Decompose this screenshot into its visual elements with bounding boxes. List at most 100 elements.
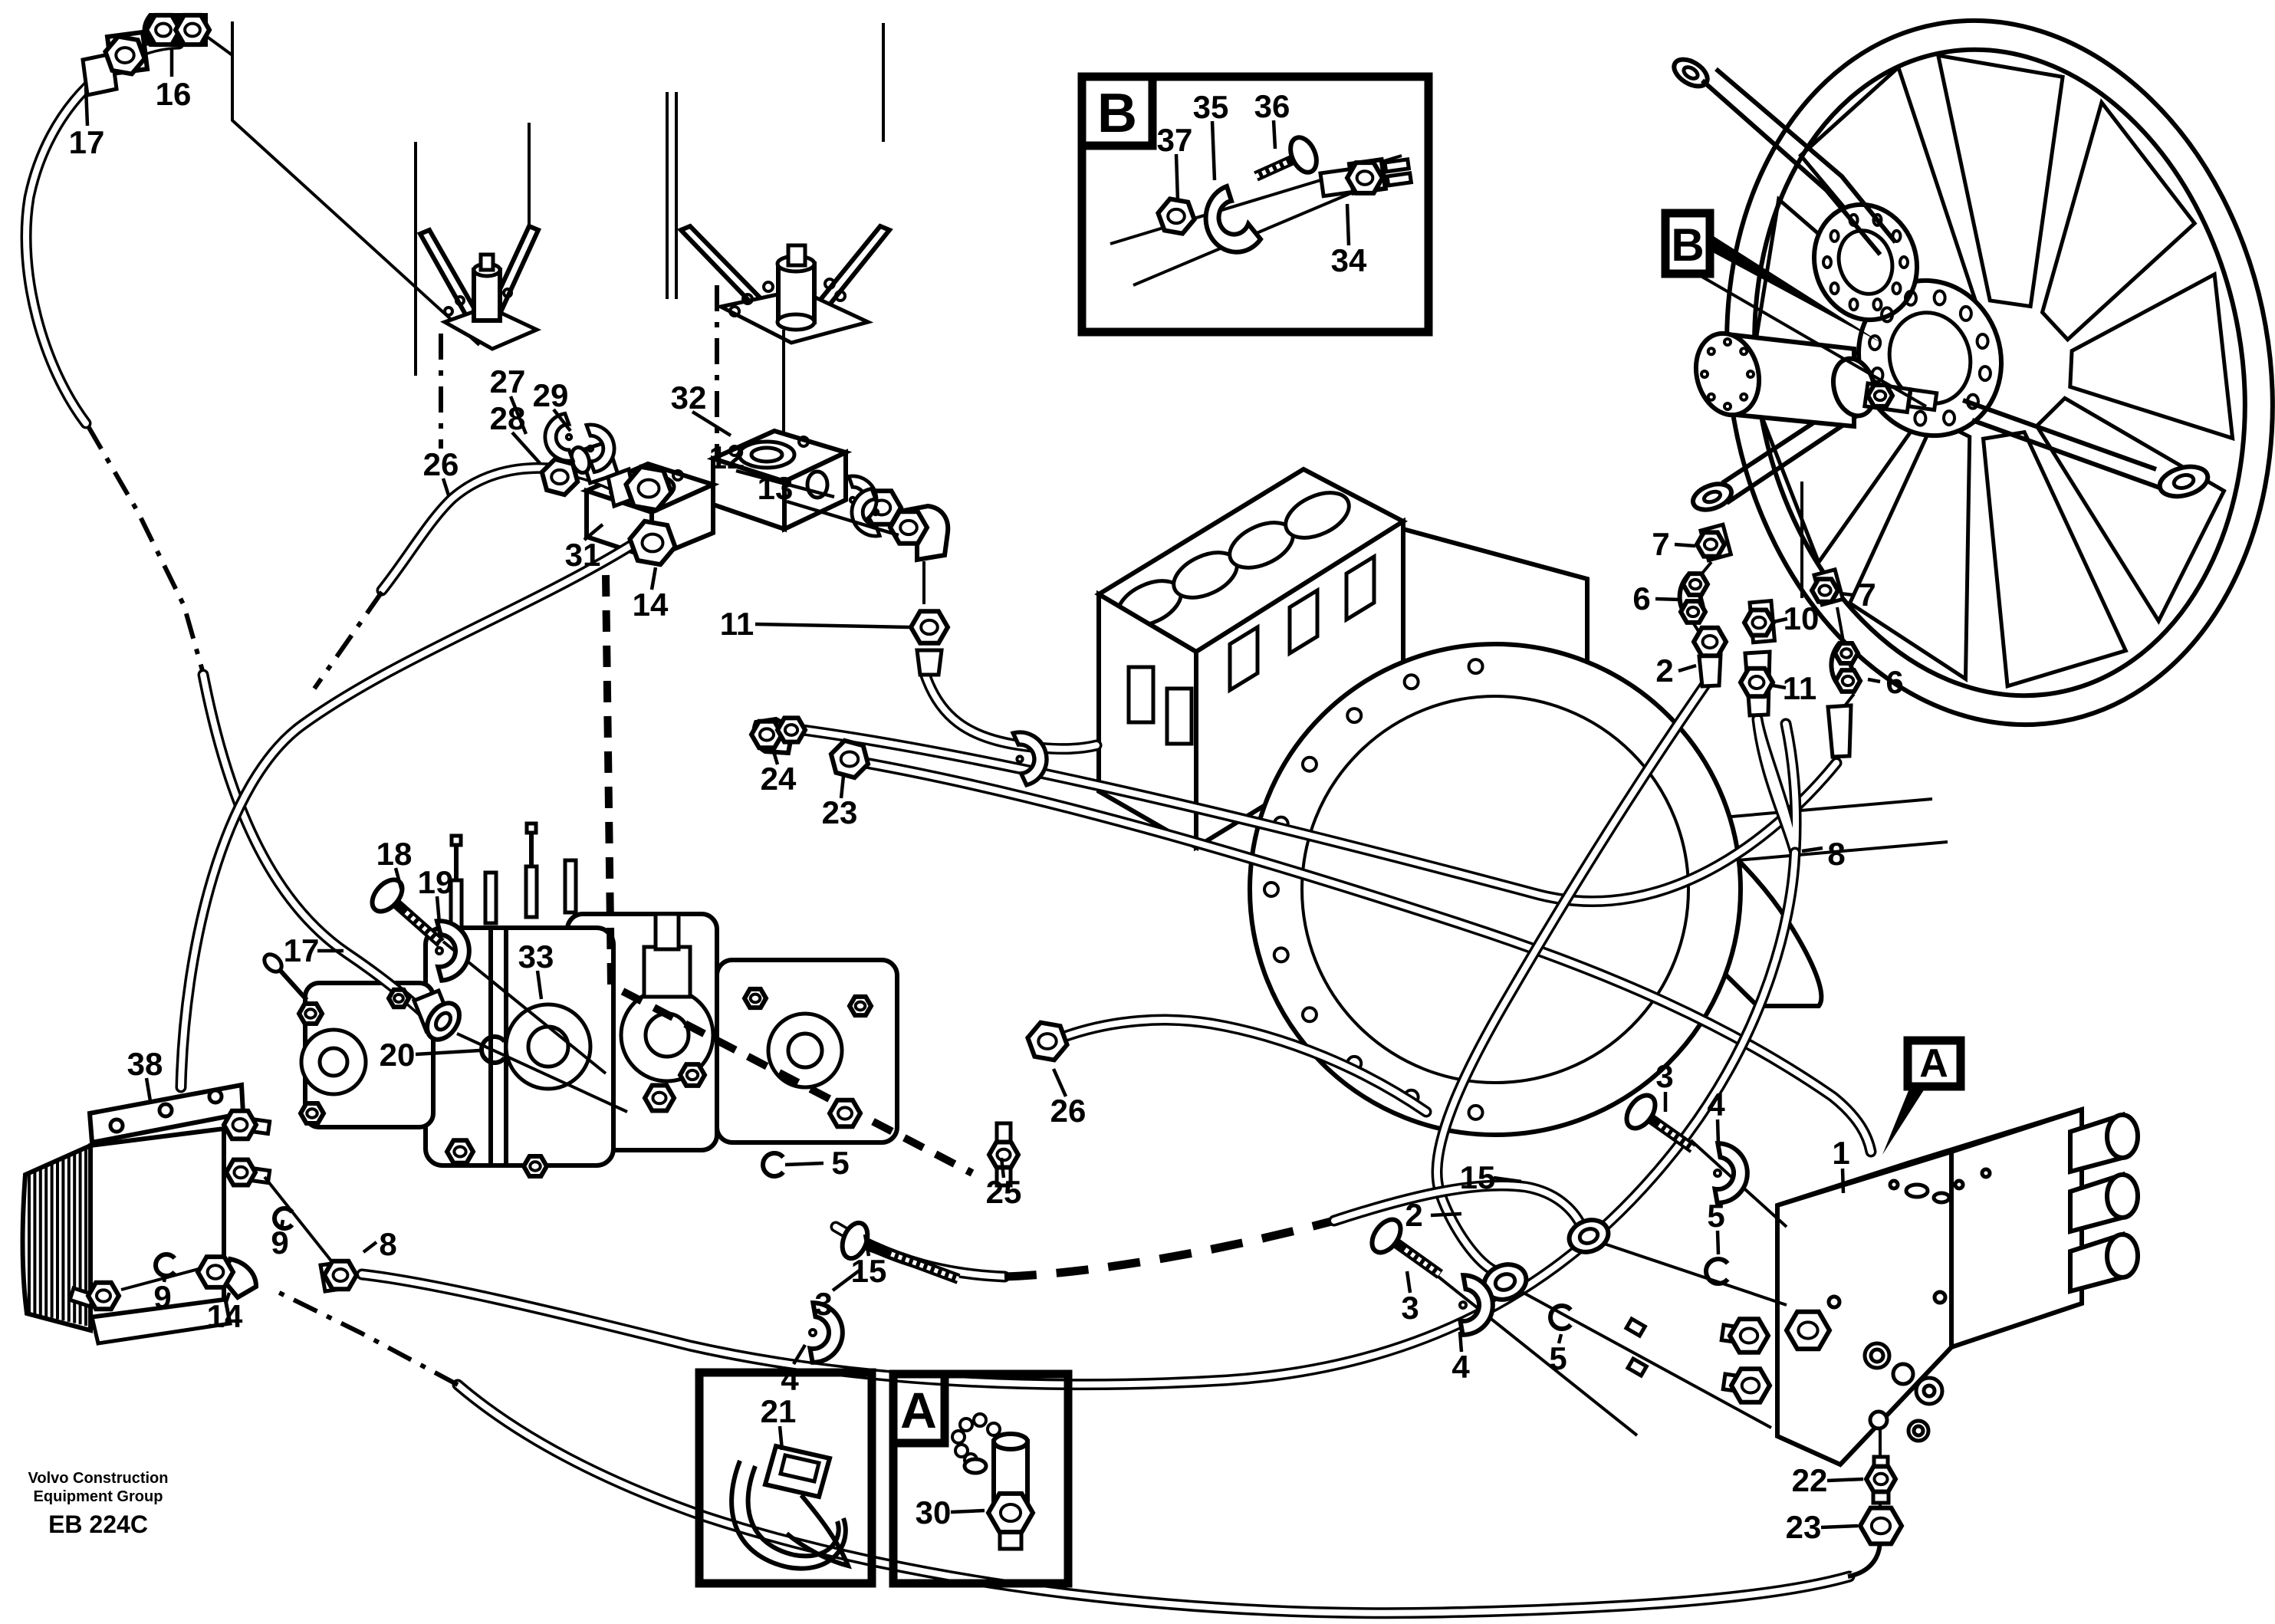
part-label-5: 5 xyxy=(784,1145,850,1181)
part-label-36: 36 xyxy=(1254,88,1290,150)
part-label-19: 19 xyxy=(418,864,454,924)
screw-18-line xyxy=(442,940,607,1075)
part-label-23: 23 xyxy=(822,775,858,830)
part-label-4: 4 xyxy=(1451,1331,1470,1385)
part-label-17: 17 xyxy=(284,932,344,968)
part-label-7: 7 xyxy=(1652,526,1696,562)
callout-a-valve: A xyxy=(1882,1036,1965,1155)
part-label-4: 4 xyxy=(1707,1087,1725,1146)
part-label-4: 4 xyxy=(781,1343,807,1397)
part-label-22: 22 xyxy=(1792,1462,1864,1498)
part-label-37: 37 xyxy=(1157,122,1193,202)
svg-text:14: 14 xyxy=(207,1298,243,1334)
svg-text:3: 3 xyxy=(1655,1058,1673,1094)
svg-text:19: 19 xyxy=(418,864,454,900)
part-label-15: 15 xyxy=(851,1234,886,1289)
svg-text:12: 12 xyxy=(709,439,745,475)
part-label-8: 8 xyxy=(1801,836,1846,872)
svg-text:26: 26 xyxy=(423,446,459,482)
part-label-9: 9 xyxy=(271,1219,289,1261)
fan-ref-letter: B xyxy=(1671,219,1704,271)
part-label-38: 38 xyxy=(127,1046,163,1102)
hex-fittings xyxy=(85,12,1905,1547)
svg-text:6: 6 xyxy=(1632,580,1650,616)
svg-text:23: 23 xyxy=(822,794,858,830)
svg-text:18: 18 xyxy=(376,836,413,872)
svg-text:3: 3 xyxy=(814,1286,832,1322)
svg-text:29: 29 xyxy=(533,377,569,413)
svg-text:8: 8 xyxy=(1827,836,1845,872)
detail-b-letter: B xyxy=(1097,83,1137,144)
upper-mounting-bracket-main xyxy=(676,223,893,459)
strap-clamp-21 xyxy=(729,1443,852,1571)
part-label-25: 25 xyxy=(986,1157,1022,1210)
svg-text:2: 2 xyxy=(1405,1197,1422,1233)
part-label-24: 24 xyxy=(761,748,797,797)
svg-text:28: 28 xyxy=(490,400,526,436)
flywheel-housing xyxy=(1248,642,1743,1137)
flange-screws xyxy=(370,135,1697,1284)
cooling-fan-assembly xyxy=(1672,18,2275,728)
svg-text:7: 7 xyxy=(1652,526,1669,562)
part-label-16: 16 xyxy=(156,49,191,112)
part-label-10: 10 xyxy=(1773,600,1820,636)
part-label-14: 14 xyxy=(207,1292,243,1334)
part-label-30: 30 xyxy=(916,1494,985,1530)
valve-block xyxy=(1719,1106,2140,1579)
svg-text:13: 13 xyxy=(758,470,794,506)
part-label-8: 8 xyxy=(362,1226,397,1262)
fitting-20 xyxy=(411,988,628,1113)
part-label-28: 28 xyxy=(490,400,541,465)
svg-text:17: 17 xyxy=(69,124,105,160)
part-label-1: 1 xyxy=(1832,1135,1850,1194)
svg-text:21: 21 xyxy=(761,1393,797,1429)
svg-text:25: 25 xyxy=(986,1174,1022,1210)
svg-text:2: 2 xyxy=(1655,653,1673,689)
o-rings xyxy=(153,1034,1730,1331)
part-label-2: 2 xyxy=(1405,1197,1462,1233)
svg-text:10: 10 xyxy=(1784,600,1820,636)
fan-drive-motor xyxy=(1693,330,1939,429)
svg-text:11: 11 xyxy=(1783,670,1816,706)
part-label-2: 2 xyxy=(1655,653,1697,689)
clamp-halves xyxy=(434,411,1750,1365)
svg-text:15: 15 xyxy=(1460,1159,1496,1195)
svg-text:9: 9 xyxy=(153,1279,171,1315)
svg-text:36: 36 xyxy=(1254,88,1290,124)
part-label-6: 6 xyxy=(1632,580,1682,616)
fork-clamp-35 xyxy=(1203,183,1264,255)
part-label-33: 33 xyxy=(518,939,554,1000)
svg-text:4: 4 xyxy=(1707,1087,1725,1123)
part-label-9: 9 xyxy=(153,1273,172,1315)
footer-line2: Equipment Group xyxy=(33,1488,163,1505)
svg-text:27: 27 xyxy=(490,363,526,399)
detail-box-21 xyxy=(695,1368,876,1588)
part-label-23: 23 xyxy=(1786,1509,1859,1545)
part-label-29: 29 xyxy=(533,377,572,432)
part-label-6: 6 xyxy=(1867,664,1904,700)
part-label-5: 5 xyxy=(1549,1333,1567,1376)
svg-text:31: 31 xyxy=(565,537,601,573)
svg-text:14: 14 xyxy=(633,587,669,623)
svg-text:34: 34 xyxy=(1331,242,1367,278)
svg-text:5: 5 xyxy=(831,1145,849,1181)
drawing-footer: Volvo Construction Equipment Group EB 22… xyxy=(21,1469,175,1539)
junction-block-32 xyxy=(706,428,853,533)
svg-text:17: 17 xyxy=(284,932,320,968)
svg-text:5: 5 xyxy=(1549,1340,1567,1376)
part-label-20: 20 xyxy=(380,1037,481,1073)
part-label-5: 5 xyxy=(1707,1198,1725,1255)
part-label-3: 3 xyxy=(1655,1058,1674,1112)
valve-ports xyxy=(2068,1111,2140,1294)
svg-text:8: 8 xyxy=(379,1226,396,1262)
svg-text:38: 38 xyxy=(127,1046,163,1082)
svg-text:37: 37 xyxy=(1157,122,1193,158)
svg-text:32: 32 xyxy=(671,380,707,416)
part-label-14: 14 xyxy=(633,567,669,623)
svg-text:33: 33 xyxy=(518,939,554,975)
svg-text:7: 7 xyxy=(1858,577,1876,613)
chassis-frame-lines xyxy=(199,21,1948,876)
valve-ref-letter: A xyxy=(1919,1041,1948,1086)
part-label-7: 7 xyxy=(1839,577,1876,613)
